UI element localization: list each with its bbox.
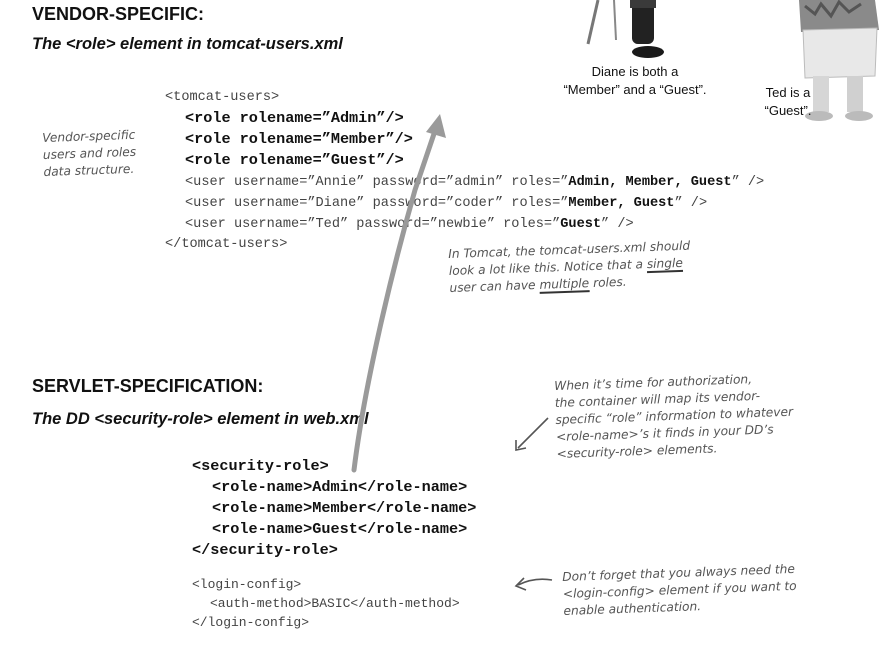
security-role-open-tag: <security-role> (192, 457, 329, 475)
user-close: ” /> (731, 175, 765, 190)
user-attrs: <user username=”Diane” password=”coder” … (185, 196, 569, 211)
note-text: roles. (588, 274, 627, 291)
user-line: <user username=”Diane” password=”coder” … (185, 193, 707, 214)
user-line: <user username=”Annie” password=”admin” … (185, 172, 764, 193)
security-role-close-tag: </security-role> (192, 541, 338, 559)
user-close: ” /> (674, 196, 708, 211)
diane-caption: Diane is both a “Member” and a “Guest”. (563, 64, 707, 97)
ted-illustration (799, 0, 879, 121)
login-config-note: Don’t forget that you always need the <l… (562, 561, 797, 618)
note-emphasis-single: single (646, 255, 684, 274)
login-config-close-tag: </login-config> (192, 615, 310, 630)
role-line: <role rolename=”Member”/> (185, 130, 413, 148)
vendor-side-note: Vendor-specific users and roles data str… (42, 127, 137, 179)
note-emphasis-multiple: multiple (539, 276, 590, 294)
user-line: <user username=”Ted” password=”newbie” r… (185, 214, 634, 235)
user-roles: Guest (560, 217, 602, 232)
role-name-line: <role-name>Member</role-name> (212, 499, 477, 517)
tomcat-users-close-tag: </tomcat-users> (165, 237, 288, 252)
authorization-note: When it’s time for authorization, the co… (554, 372, 794, 461)
role-line: <role rolename=”Admin”/> (185, 109, 404, 127)
user-attrs: <user username=”Annie” password=”admin” … (185, 175, 569, 190)
servlet-heading: SERVLET-SPECIFICATION: (32, 376, 264, 396)
user-roles: Member, Guest (568, 196, 675, 211)
authorization-note-arrow-head (515, 440, 527, 451)
vendor-heading: VENDOR-SPECIFIC: (32, 4, 205, 24)
servlet-subheading: The DD <security-role> element in web.xm… (32, 410, 369, 428)
auth-method-line: <auth-method>BASIC</auth-method> (210, 596, 460, 611)
role-line: <role rolename=”Guest”/> (185, 151, 404, 169)
login-note-arrow (517, 578, 553, 586)
mapping-arrow-head (426, 114, 446, 138)
user-attrs: <user username=”Ted” password=”newbie” r… (185, 217, 561, 232)
ted-caption: Ted is a “Guest”. (764, 85, 812, 118)
role-name-line: <role-name>Guest</role-name> (212, 520, 468, 538)
tomcat-users-open-tag: <tomcat-users> (165, 90, 280, 105)
login-note-arrow-head (514, 577, 527, 591)
diane-illustration (586, 0, 664, 58)
role-name-line: <role-name>Admin</role-name> (212, 478, 468, 496)
tomcat-note: In Tomcat, the tomcat-users.xml should l… (448, 238, 692, 297)
login-config-open-tag: <login-config> (192, 577, 302, 592)
user-roles: Admin, Member, Guest (568, 175, 732, 190)
vendor-subheading: The <role> element in tomcat-users.xml (32, 35, 343, 53)
user-close: ” /> (601, 217, 634, 232)
authorization-note-arrow (517, 417, 549, 449)
